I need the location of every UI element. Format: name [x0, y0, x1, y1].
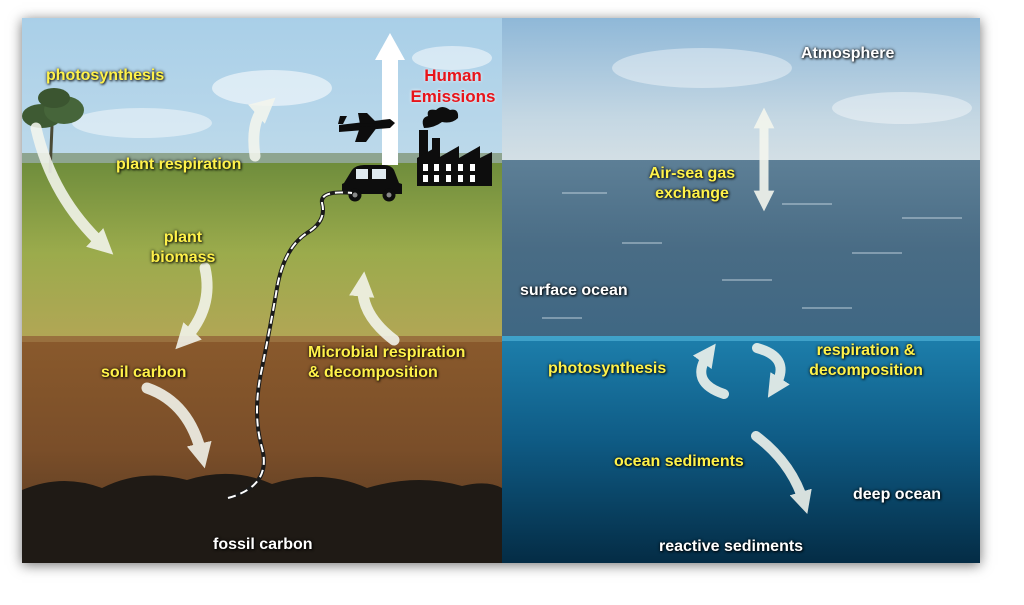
biomass-to-soil-arrow	[175, 262, 213, 350]
treeline	[22, 153, 502, 163]
ocean-photosynthesis-arrow	[692, 343, 729, 399]
ocean-sky	[502, 18, 980, 160]
photosynthesis-arrow	[30, 122, 114, 255]
diagram-canvas	[22, 18, 980, 563]
fossil-layer	[22, 473, 502, 563]
ocean-sediment-arrow	[751, 431, 812, 515]
plant-respiration-label: plant respiration	[116, 156, 242, 173]
airplane-icon	[338, 113, 395, 142]
cloud	[612, 48, 792, 88]
microbial-respiration-label: Microbial respiration & decomposition	[308, 344, 466, 381]
surface-ocean-label: surface ocean	[520, 282, 628, 299]
deep-ocean-label: deep ocean	[853, 486, 942, 503]
emissions-arrow-head	[375, 33, 405, 60]
human-emissions-label: Human Emissions	[410, 66, 496, 106]
ocean-sediments-label: ocean sediments	[614, 453, 744, 470]
photosynthesis-label: photosynthesis	[46, 67, 165, 84]
grassland	[22, 163, 502, 343]
ocean-photosynthesis-label: photosynthesis	[548, 360, 667, 377]
plant-respiration-arrow	[248, 97, 276, 162]
soil-surface	[22, 336, 502, 342]
cloud	[412, 46, 492, 70]
cloud	[212, 70, 332, 106]
ocean-respiration-arrow	[752, 343, 790, 398]
emissions-arrow-shaft	[382, 58, 398, 165]
air-sea-exchange-label: Air-sea gas exchange	[648, 165, 736, 202]
respiration-decomposition-label: respiration & decomposition	[809, 342, 923, 379]
carbon-cycle-diagram: photosynthesis plant respiration plant b…	[22, 18, 980, 563]
reactive-sediments-label: reactive sediments	[659, 538, 804, 555]
fossil-carbon-label: fossil carbon	[213, 536, 313, 553]
plant-biomass-label: plant biomass	[150, 229, 216, 266]
soil-carbon-label: soil carbon	[101, 364, 187, 381]
microbial-respiration-arrow	[349, 271, 400, 346]
fossil-emission-path-dashes	[227, 191, 353, 499]
cloud	[832, 92, 972, 124]
sea-waves	[542, 192, 962, 319]
factory-icon	[417, 107, 492, 186]
water-line	[502, 336, 980, 341]
surface-ocean-water	[502, 160, 980, 338]
soil-to-fossil-arrow	[141, 382, 212, 469]
atmosphere-label: Atmosphere	[801, 45, 895, 62]
deep-ocean-water	[502, 336, 980, 563]
cloud	[72, 108, 212, 138]
